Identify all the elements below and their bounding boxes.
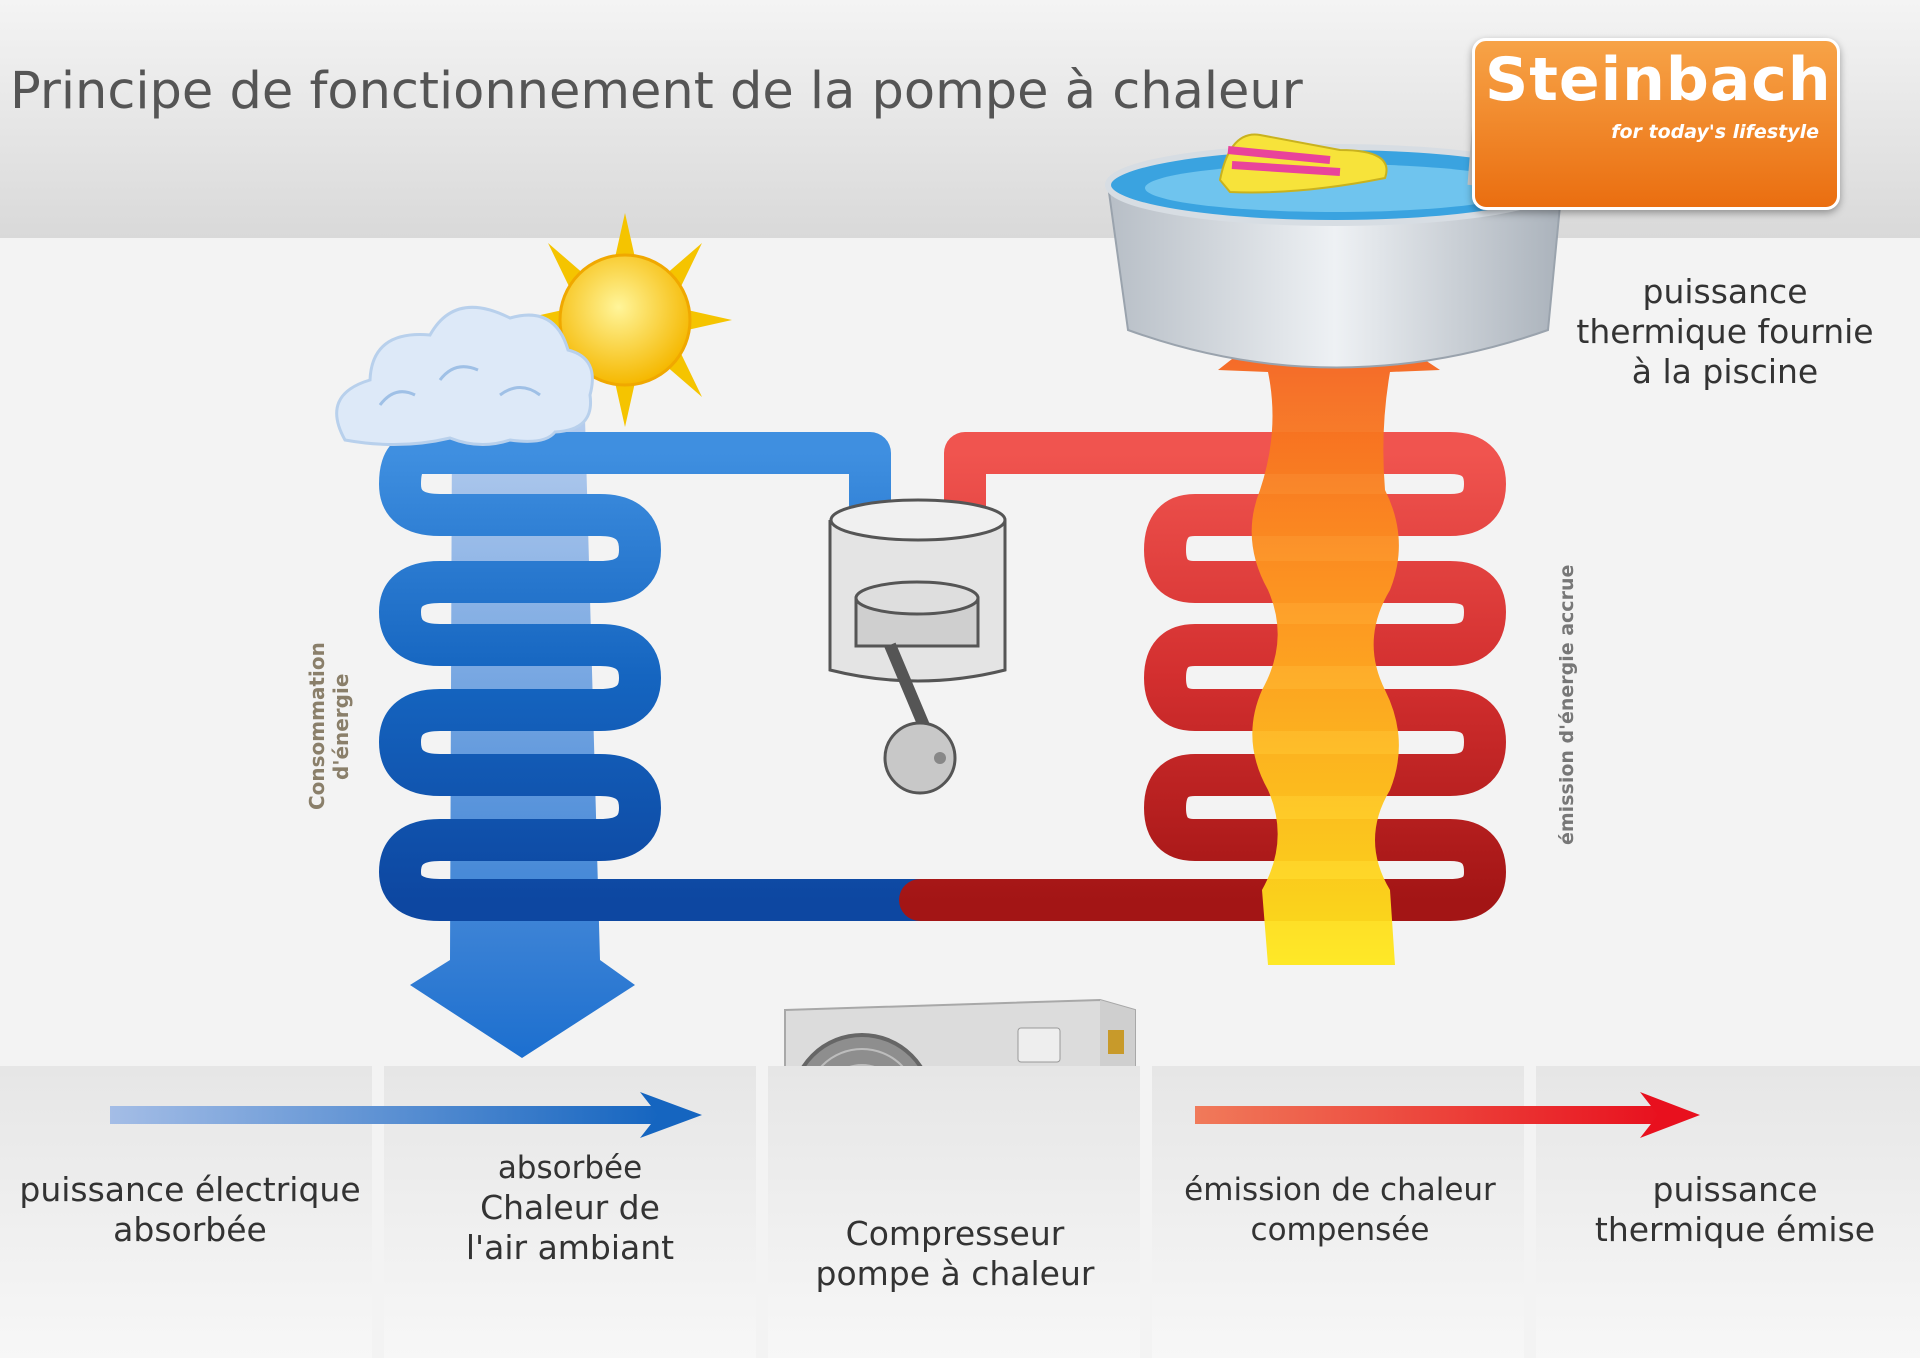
blue-flow-arrow [110, 1092, 702, 1138]
pool-heat-caption: puissance thermique fournie à la piscine [1576, 272, 1874, 391]
compressor-icon [828, 498, 1007, 795]
label-electric-power: puissance électrique absorbée [19, 1170, 361, 1249]
bottom-strip: puissance électrique absorbée absorbée C… [0, 1066, 1920, 1358]
label-ambient-heat: absorbée Chaleur de l'air ambiant [465, 1150, 675, 1267]
label-energy-consumption: Consommation d'énergie [305, 642, 353, 810]
label-energy-emission: émission d'énergie accrue [1556, 564, 1578, 845]
label-thermal-emitted: puissance thermique émise [1594, 1170, 1876, 1249]
brand-logo: Steinbach for today's lifestyle [1472, 38, 1840, 210]
label-compressor: Compresseur pompe à chaleur [815, 1214, 1095, 1293]
red-flow-arrow [1195, 1092, 1700, 1138]
label-compensated-heat: émission de chaleur compensée [1184, 1172, 1496, 1248]
logo-tagline: for today's lifestyle [1611, 121, 1819, 143]
pool-illustration [1105, 109, 1565, 369]
sun-icon [518, 213, 732, 427]
flow-arrows [110, 1092, 1700, 1138]
heat-output-arrow [1218, 290, 1440, 965]
cloud-icon [335, 305, 594, 447]
panel-compressor [768, 1066, 1140, 1358]
page-title: Principe de fonctionnement de la pompe à… [10, 62, 1303, 121]
evaporator-coil [379, 432, 941, 921]
logo-brand: Steinbach [1485, 45, 1832, 115]
condenser-coil [899, 432, 1506, 921]
